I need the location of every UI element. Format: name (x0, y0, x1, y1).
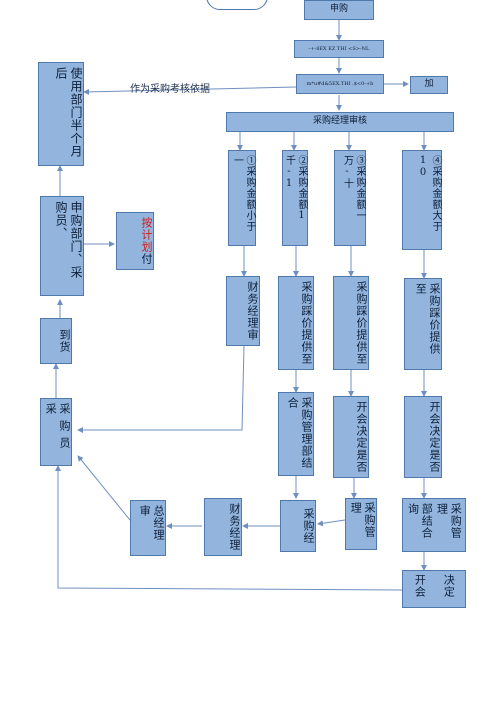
node-dept-usage: 使用部门半个月后 (38, 62, 84, 166)
annotation-label: 作为采购考核依据 (130, 84, 210, 95)
pay-red-text: 按计划 (140, 217, 153, 253)
decision-col2: 决定 (442, 574, 456, 598)
pay-black-text: 付 (140, 253, 153, 265)
node-purchase-mgmt: 采购管理 (345, 498, 377, 550)
node-quote-2: 采购踩价提供至 (333, 276, 369, 370)
node-quote-1: 采购踩价提供至 (278, 276, 314, 370)
node-finance-mgr: 财务经理 (204, 498, 242, 556)
node-side-right: 加 (410, 76, 448, 94)
node-apply: 申购 (304, 0, 374, 20)
partial-shape (206, 0, 268, 10)
node-case2: ②采购金额1千-1 (282, 150, 308, 246)
dept-consult-col1: 部结合询 (406, 503, 434, 539)
node-quote-3: 采购踩价提供至 (404, 278, 442, 370)
node-step2: -+-8EX EZ THI <S>-NL (294, 40, 384, 58)
node-purchase-mgr: 采购经 (280, 500, 316, 552)
node-finance-review: 财务经理审 (226, 276, 260, 346)
node-decision: 开会 决定 (402, 570, 466, 608)
node-pay: 按计划付 (116, 212, 154, 270)
node-step3: m*u#d&5EX.THI .$<0-+b (296, 74, 384, 94)
node-case4: ④采购金额大于10 (402, 150, 442, 250)
node-case3: ③采购金额一万-十 (334, 150, 366, 246)
node-meeting-1: 开会决定是否 (333, 396, 369, 478)
node-meeting-2: 开会决定是否 (404, 396, 442, 478)
node-review: 采购经理审核 (226, 112, 454, 132)
node-dept-buyer: 申购部门、采购员、 (40, 196, 84, 296)
node-arrival: 到货 (40, 318, 72, 364)
node-buyer-purchase: 采购员采 (40, 398, 72, 466)
node-gm-review: 总经理审 (130, 500, 166, 556)
decision-col1: 开会 (413, 574, 427, 598)
dept-consult-col2: 采购管理 (435, 503, 463, 539)
node-dept-consult: 部结合询 采购管理 (402, 498, 466, 552)
node-case1: ①采购金额小于一 (228, 150, 256, 246)
node-mgmt-combine: 采购管理部结合 (278, 392, 314, 476)
